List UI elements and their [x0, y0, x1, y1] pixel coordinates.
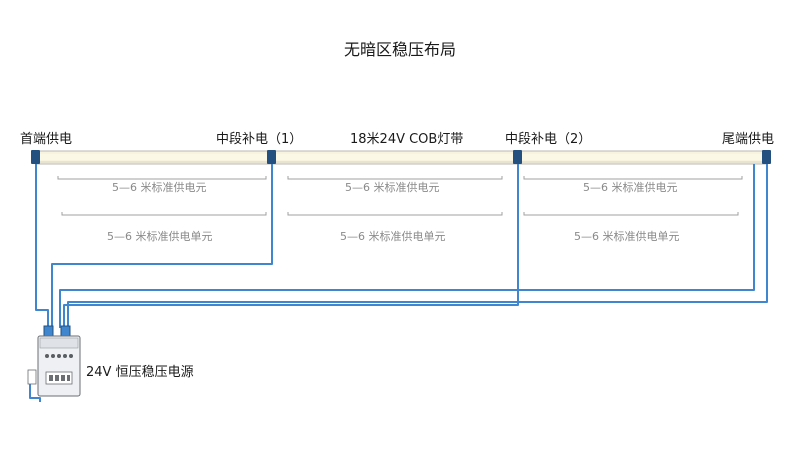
wire-mid1 [51, 164, 273, 328]
power-wires [29, 164, 768, 402]
span-label-2-supply-unit: 5—6 米标准供电单元 [340, 230, 446, 243]
cob-led-strip [33, 150, 769, 165]
wire-mid2 [63, 164, 519, 328]
span-label-1-supply-unit: 5—6 米标准供电单元 [107, 230, 213, 243]
diagram-title: 无暗区稳压布局 [343, 40, 456, 59]
wire-tail-b [59, 164, 755, 328]
span-label-2-unit: 5—6 米标准供电元 [345, 181, 440, 194]
connector-mid2 [513, 150, 522, 164]
node-label-head: 首端供电 [20, 132, 73, 147]
power-supply-unit [27, 325, 81, 397]
wire-head [35, 164, 49, 328]
connector-head [31, 150, 40, 164]
psu-terminal-left [43, 325, 54, 337]
node-label-tail: 尾端供电 [722, 132, 775, 147]
psu-terminal-right [60, 325, 71, 337]
span-label-3-supply-unit: 5—6 米标准供电单元 [574, 230, 680, 243]
node-label-mid2: 中段补电（2） [505, 132, 592, 147]
strip-label: 18米24V COB灯带 [350, 132, 464, 147]
span-brackets-upper [57, 176, 743, 180]
span-label-1-unit: 5—6 米标准供电元 [112, 181, 207, 194]
wire-return [29, 376, 41, 402]
strip-connectors [31, 150, 771, 164]
span-label-3-unit: 5—6 米标准供电元 [583, 181, 678, 194]
node-label-mid1: 中段补电（1） [216, 132, 303, 147]
connector-tail [762, 150, 771, 164]
span-brackets-lower [61, 212, 739, 216]
wire-tail-a [67, 164, 768, 328]
power-supply-label: 24V 恒压稳压电源 [86, 365, 194, 380]
connector-mid1 [267, 150, 276, 164]
